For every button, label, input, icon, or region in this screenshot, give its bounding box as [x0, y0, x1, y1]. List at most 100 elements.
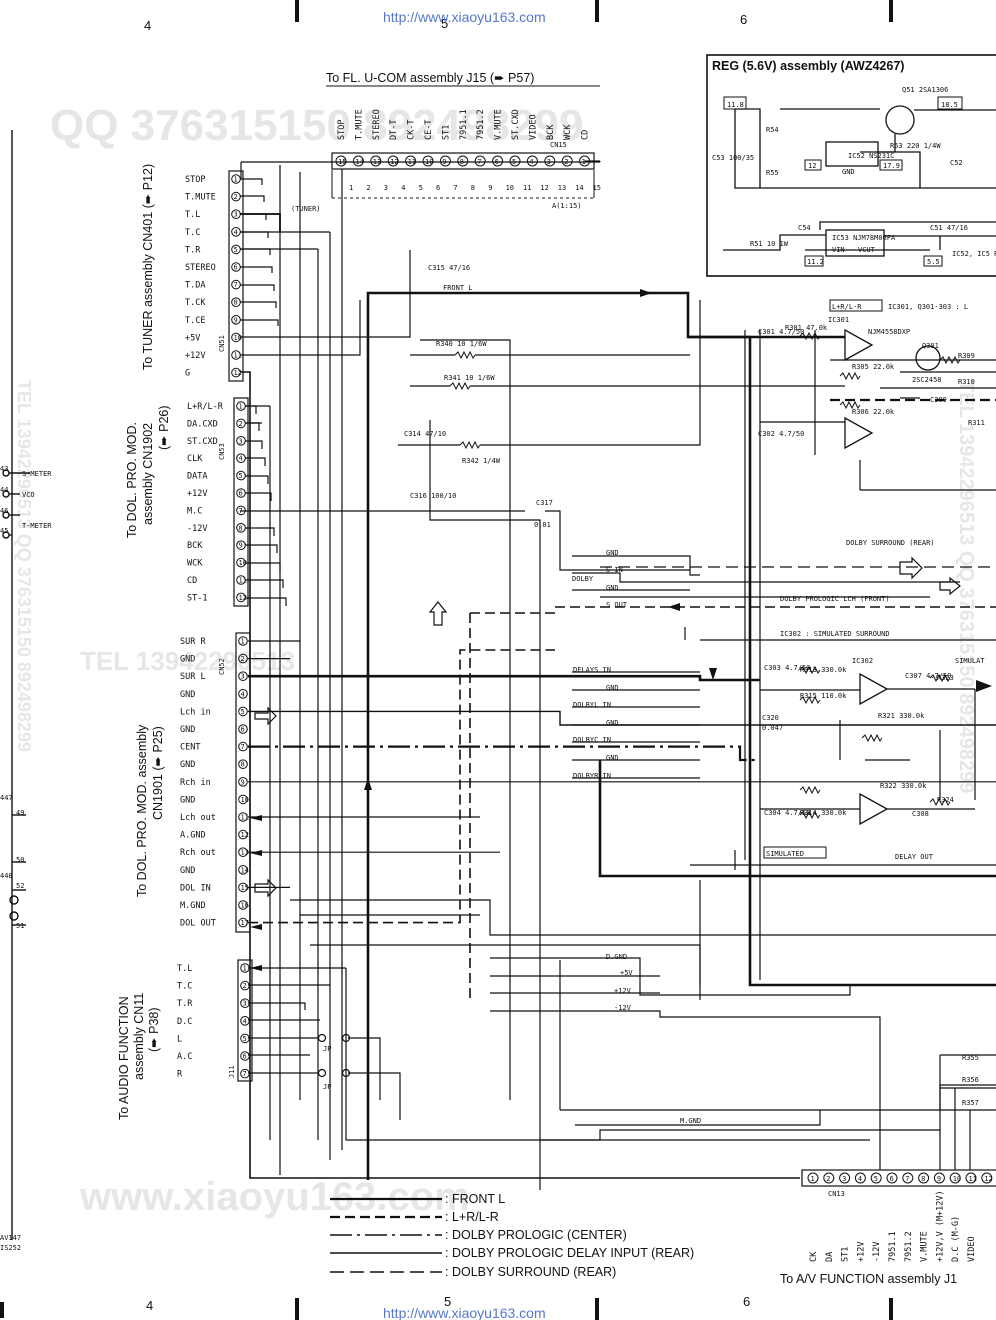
wire	[245, 562, 281, 571]
wire	[245, 457, 266, 466]
tuner-pin-label: T.C	[185, 228, 200, 238]
fl-ucom-pin-label: ST1	[441, 125, 451, 140]
wire	[240, 301, 277, 308]
audio-pin-label: T.L	[177, 964, 192, 974]
svg-text:-12V: -12V	[614, 1004, 632, 1012]
ic301-opamp-2	[844, 416, 874, 450]
dolby1901-pin-number: 4	[241, 690, 245, 698]
dolby1901-pin-label: M.GND	[180, 901, 206, 911]
svg-text:C51 47/16: C51 47/16	[930, 224, 968, 232]
fl-ucom-pin-label: CE-T	[424, 120, 434, 140]
component-label: C320	[762, 714, 779, 722]
resistor-symbol	[839, 371, 861, 381]
svg-text:GND: GND	[606, 549, 619, 557]
svg-text:DOLBYC IN: DOLBYC IN	[573, 736, 611, 744]
dolby1901-pin-number: 14	[241, 866, 249, 874]
component-label: R311	[968, 419, 985, 427]
dolby-surround-rear-label: DOLBY SURROUND (REAR)	[846, 539, 935, 547]
lrlr-box-label: L+R/L-R	[832, 303, 862, 311]
audio-pin-number: 4	[243, 1017, 247, 1025]
resistor-symbol	[799, 665, 821, 675]
fl-ucom-pin-label: DT-T	[389, 120, 399, 140]
tuner-pin-label: T.MUTE	[185, 193, 216, 203]
legend: : FRONT L : L+R/L-R : DOLBY PROLOGIC (CE…	[330, 1192, 694, 1279]
dolby1901-pin-number: 17	[241, 919, 249, 927]
dolby1902-pin-number: 2	[239, 420, 243, 428]
dolby1902-pin-number: 8	[239, 524, 243, 532]
component-label: R305 22.0k	[852, 363, 895, 371]
tuner-pin-number: 2	[234, 193, 238, 201]
component-label: R356	[962, 1076, 979, 1084]
dolby1901-pin	[238, 900, 248, 910]
svg-text:51: 51	[16, 922, 24, 930]
component-label: C307 4.7/50	[905, 672, 951, 680]
tuner-pin-number: 3	[234, 211, 238, 219]
tuner-pin-label: +12V	[185, 351, 205, 361]
dolby1902-pin-number: 5	[239, 472, 243, 480]
tuner-tag: (TUNER)	[291, 205, 321, 213]
dolby1901-pin	[238, 865, 248, 875]
center-labels: FRONT L L+R/L-R IC301, Q301-303 : L DOLB…	[443, 284, 985, 1198]
fl-ucom-pin-index: 12	[540, 184, 548, 192]
tuner-pin-label: T.L	[185, 210, 200, 220]
dolby1901-pin	[238, 706, 248, 717]
av-pin-label: +12V,V (M+12V)	[935, 1190, 945, 1262]
watermark-right: TEL 13942296513 QQ 376315150 892498299	[955, 380, 977, 793]
svg-text:52: 52	[16, 882, 24, 890]
audio-pin-number: 1	[243, 965, 247, 973]
ic301-opamp-1	[844, 328, 874, 362]
wire	[248, 1037, 381, 1100]
fl-ucom-pin-label: V.MUTE	[494, 109, 504, 140]
fl-ucom-pin-index: 4	[401, 184, 405, 192]
fl-ucom-pin-label: CK-T	[407, 120, 417, 140]
dolby1901-pin	[238, 794, 248, 805]
dolby1902-pin-label: +12V	[187, 489, 207, 499]
dolby1901-pin-number: 11	[241, 814, 249, 822]
wire	[245, 579, 284, 588]
dolby1901-pin-label: DOL OUT	[180, 919, 216, 929]
svg-text:IC53 NJM78M06FA: IC53 NJM78M06FA	[832, 234, 896, 242]
wire	[248, 1002, 306, 1010]
component-label: R340 10 1/6W	[436, 340, 487, 348]
watermark-qq: QQ 376315150 892498299	[50, 101, 583, 150]
cn15-label: CN15	[550, 141, 567, 149]
ic301-label: IC301, Q301-303 : L	[888, 303, 968, 311]
dolby1902-pin-number: 12	[239, 594, 247, 602]
dolby1902-pin-label: BCK	[187, 541, 203, 551]
dolby1901-pin	[238, 636, 248, 646]
svg-text:5.5: 5.5	[927, 258, 940, 266]
tuner-body	[228, 170, 244, 382]
fl-ucom-pin-label: T.MUTE	[354, 109, 364, 140]
component-label: R355	[962, 1054, 979, 1062]
simulat-label: SIMULAT	[955, 657, 985, 665]
svg-text:IS252: IS252	[0, 1244, 21, 1252]
lch-arrow	[254, 706, 277, 726]
fl-ucom-pin	[561, 155, 573, 167]
fl-ucom-pin	[492, 155, 504, 167]
col-number-bottom-6: 6	[743, 1294, 750, 1309]
cn13-pin-number: 5	[874, 1175, 878, 1183]
dolby1902-pin-label: DATA	[187, 472, 207, 482]
tuner-pin-label: T.CE	[185, 316, 205, 326]
svg-text:D.GND: D.GND	[606, 953, 627, 961]
cn13-pin-number: 10	[953, 1175, 961, 1183]
dolby1902-body	[233, 397, 249, 607]
audio-title-line3: (➨ P38)	[147, 1007, 161, 1052]
wire	[240, 250, 411, 338]
fl-ucom-pin-label: 7951.2	[476, 109, 486, 140]
svg-text:C52: C52	[950, 159, 963, 167]
cn13-pin	[918, 1172, 930, 1184]
col-number-bottom-4: 4	[146, 1298, 153, 1313]
wire	[490, 957, 996, 996]
svg-text:GND: GND	[606, 684, 619, 692]
ic302-label: IC302 : SIMULATED SURROUND	[780, 630, 890, 638]
front-l-line	[688, 335, 996, 987]
wire	[240, 319, 279, 326]
cn13-pin	[854, 1172, 866, 1184]
wire	[245, 475, 269, 484]
av-pin-label: D.C (M-G)	[951, 1216, 961, 1262]
audio-pin-number: 7	[243, 1070, 247, 1078]
audio-pin-label: L	[177, 1034, 182, 1044]
svg-text:VCO: VCO	[22, 491, 35, 499]
